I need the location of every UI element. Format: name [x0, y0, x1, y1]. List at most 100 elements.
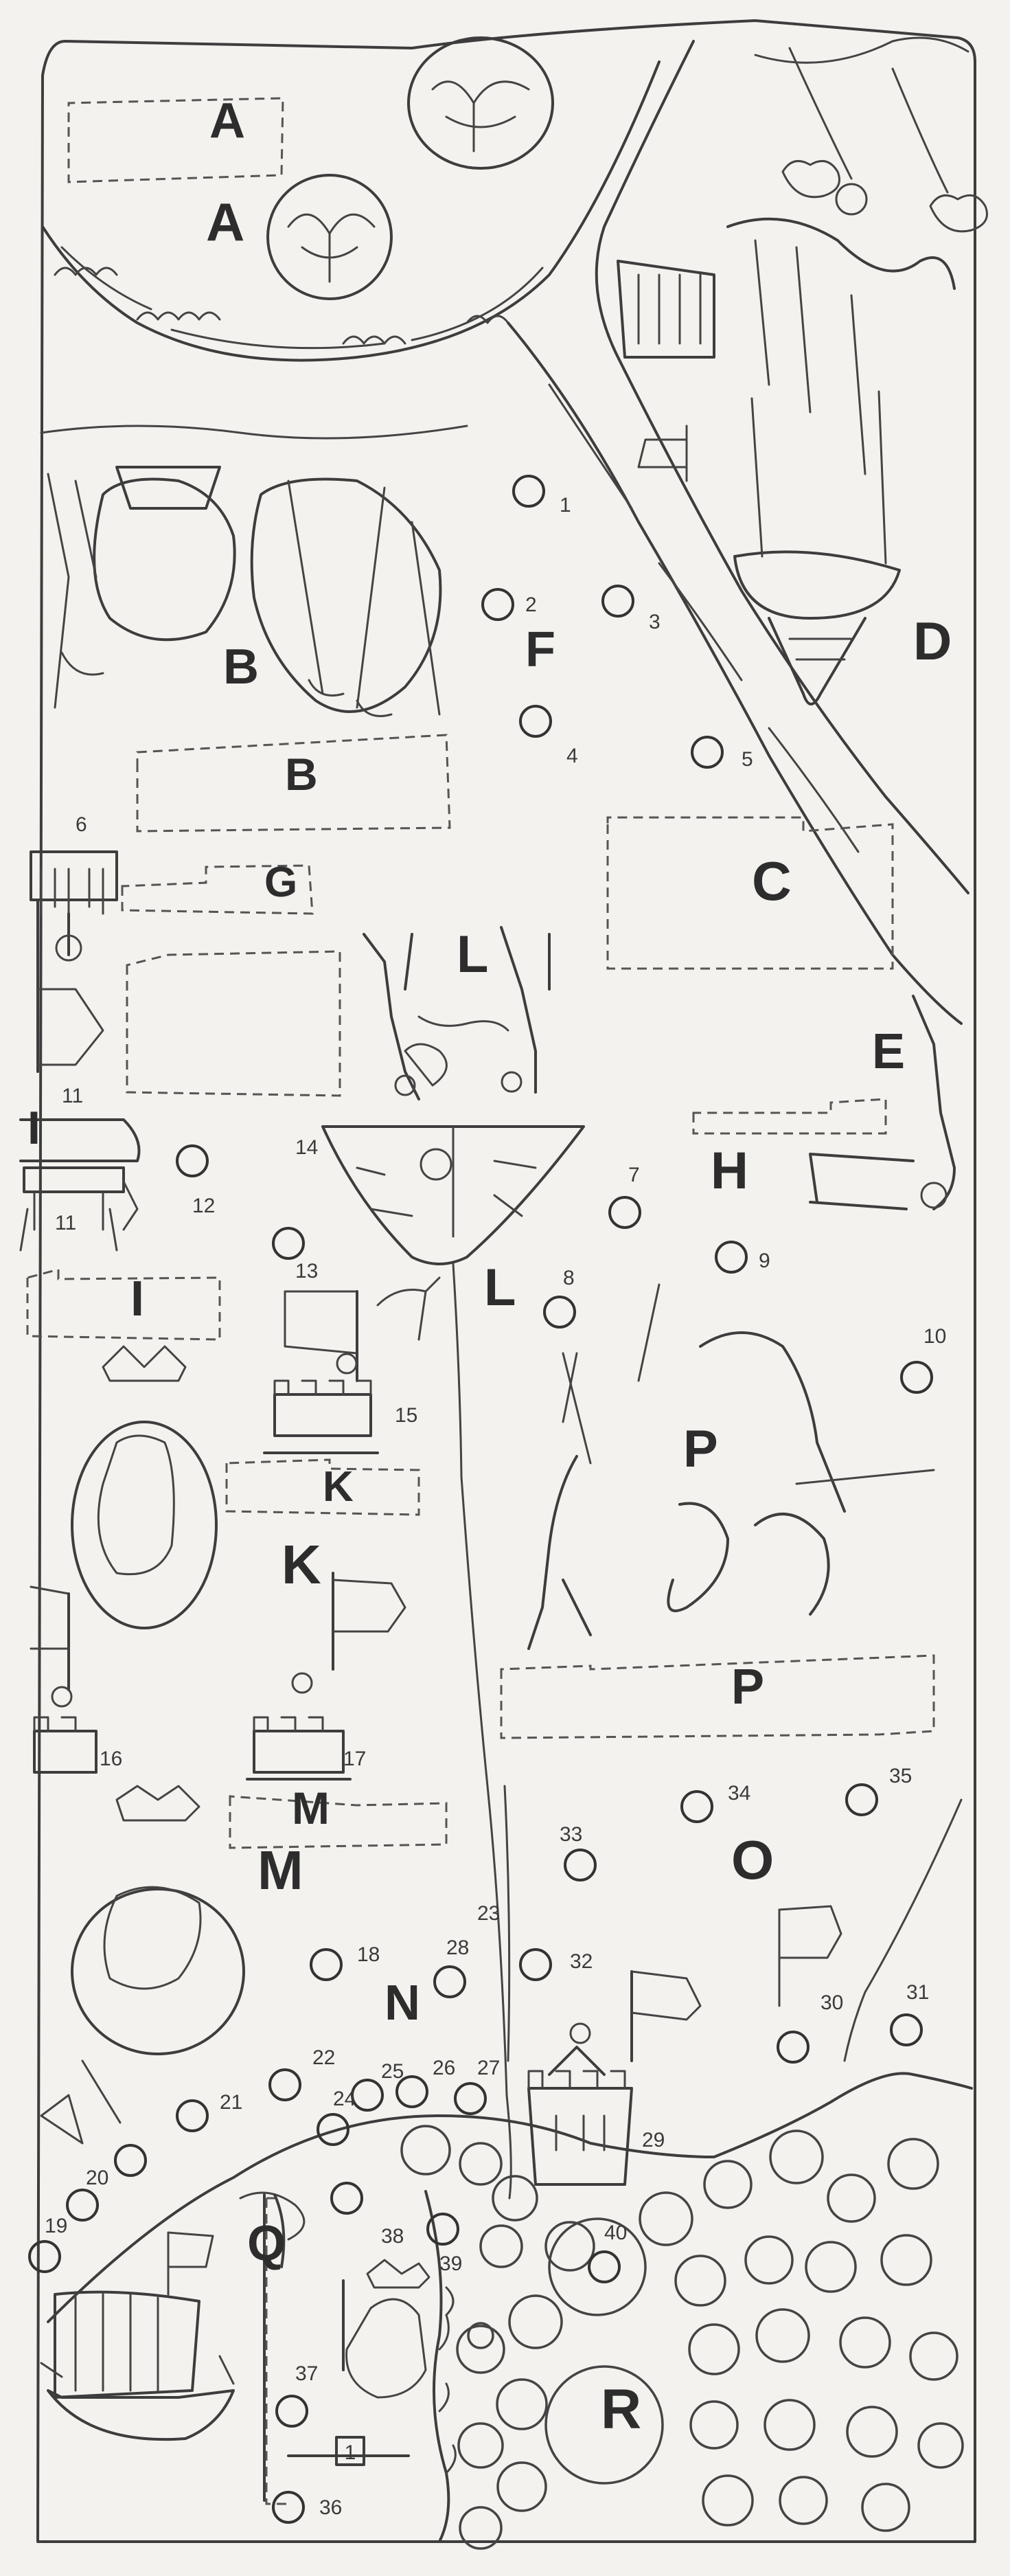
marker-number-19: 18 — [357, 1943, 380, 1966]
eagle-seal-lower — [266, 174, 393, 300]
marker-circle-20 — [28, 2240, 61, 2273]
marker-circle-2 — [481, 588, 514, 621]
marker-circle-1 — [512, 475, 545, 508]
marker-number-20: 19 — [45, 2215, 67, 2237]
center-boundary-line — [452, 1263, 512, 2200]
marker-number-7: 7 — [628, 1164, 640, 1186]
marker-layer — [28, 475, 933, 2524]
region-letter-m-box: M — [292, 1783, 330, 1833]
marker-number-30: 29 — [642, 2129, 665, 2151]
figures-b — [47, 466, 442, 717]
coastline — [47, 2072, 973, 2323]
box-m — [229, 1795, 448, 1849]
marker-circle-32 — [777, 2031, 810, 2064]
stamp-number: 1 — [345, 2441, 356, 2464]
bird — [376, 1276, 441, 1341]
region-letter-b-box: B — [285, 749, 318, 800]
hanging-lamp-d — [733, 390, 901, 705]
box-e — [692, 1098, 887, 1135]
box-unlabeled — [126, 950, 341, 1097]
marker-circle-9 — [715, 1241, 748, 1274]
eagle-seal-top — [407, 36, 554, 170]
marker-number-33: 32 — [570, 1950, 593, 1973]
figures-p — [527, 1283, 935, 1650]
marker-number-37: 36 — [319, 2496, 342, 2519]
region-letter-f: F — [525, 622, 555, 677]
top-arc — [41, 60, 661, 362]
marker-number-18: 17 — [343, 1748, 366, 1770]
region-letter-h: H — [711, 1142, 748, 1200]
box-a — [67, 97, 284, 183]
marker-circle-14 — [272, 1227, 305, 1260]
marker-circle-42 — [588, 2250, 621, 2283]
marker-number-8: 8 — [563, 1267, 575, 1289]
marker-number-25: 24 — [333, 2088, 356, 2110]
marker-number-29: 28 — [446, 1936, 469, 1959]
marker-circle-28 — [395, 2075, 428, 2108]
marker-number-22: 21 — [220, 2091, 242, 2114]
marker-number-34: 33 — [560, 1823, 582, 1846]
region-letter-r: R — [601, 2378, 641, 2441]
marker-circle-23 — [176, 2099, 209, 2132]
marker-circle-26 — [317, 2113, 349, 2146]
marker-circle-40 — [330, 2182, 363, 2215]
marker-number-23: 22 — [312, 2046, 335, 2069]
marker-number-12: 11 — [55, 1212, 76, 1234]
marker-number-32: 31 — [906, 1981, 929, 2004]
marker-number-38: 37 — [295, 2362, 318, 2385]
marker-number-13: 12 — [192, 1195, 215, 1217]
marker-number-10: 10 — [923, 1325, 946, 1348]
region-letter-e: E — [872, 1024, 905, 1079]
king-m — [71, 1785, 245, 2055]
marker-circle-29 — [454, 2082, 487, 2115]
marker-number-16: 15 — [395, 1404, 417, 1427]
marker-number-21: 20 — [86, 2167, 108, 2189]
marker-number-9: 9 — [759, 1250, 770, 1272]
figure-e — [809, 995, 956, 1210]
marker-circle-19 — [310, 1948, 343, 1981]
q-enclosure — [263, 2190, 450, 2543]
tower-30 — [527, 1970, 702, 2186]
marker-number-36: 35 — [889, 1765, 912, 1787]
marker-circle-37 — [845, 1783, 878, 1816]
castle-14 — [263, 1290, 379, 1454]
marker-circle-39 — [275, 2395, 308, 2428]
marker-circle-22 — [114, 2144, 147, 2177]
marker-number-3: 3 — [649, 611, 661, 633]
region-letter-b-figure: B — [223, 640, 259, 694]
region-letter-p-box: P — [731, 1660, 764, 1715]
region-letter-o: O — [731, 1829, 774, 1890]
marker-number-15: 14 — [295, 1136, 318, 1159]
river-bank-right — [595, 40, 969, 894]
king-q — [287, 2259, 431, 2466]
marker-number-2: 2 — [525, 594, 537, 616]
triangle-15 — [321, 1125, 585, 1265]
figures-d — [617, 47, 988, 475]
region-letter-l-bottom: L — [484, 1258, 516, 1317]
castle-16 — [30, 1585, 97, 1774]
region-letter-i-box: I — [130, 1272, 144, 1326]
marker-number-4: 4 — [566, 745, 578, 767]
marker-circle-38 — [272, 2491, 305, 2524]
marker-circle-24 — [268, 2068, 301, 2101]
region-letter-a-top: A — [209, 93, 245, 148]
region-letter-l-top: L — [457, 925, 488, 984]
fixture-11 — [19, 1118, 141, 1252]
flag-31 — [778, 1905, 842, 2007]
region-letter-p-figure: P — [683, 1420, 718, 1478]
ship — [40, 2231, 235, 2441]
marker-number-14: 13 — [295, 1260, 318, 1283]
marker-circle-7 — [608, 1196, 641, 1229]
marker-number-40: 39 — [439, 2252, 462, 2275]
region-letter-a-bottom: A — [206, 192, 244, 252]
flag-21 — [40, 2059, 122, 2145]
marker-number-1: 1 — [560, 494, 571, 517]
marker-number-28: 27 — [477, 2057, 500, 2079]
marker-number-26: 25 — [381, 2060, 404, 2083]
box-k — [225, 1458, 420, 1516]
marker-number-41: 40 — [604, 2222, 627, 2244]
box-c — [606, 816, 894, 970]
